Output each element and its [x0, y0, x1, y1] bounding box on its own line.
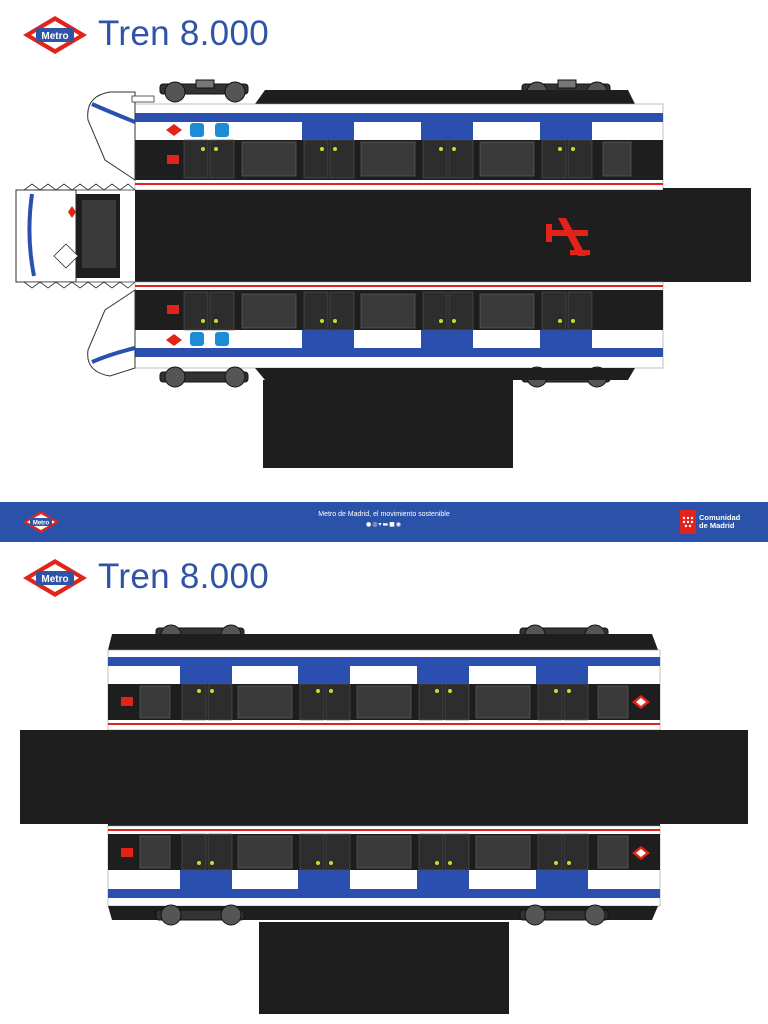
footer-metro-badge: Metro: [23, 511, 59, 533]
facebook-icon[interactable]: ●: [365, 521, 373, 528]
svg-text:Metro: Metro: [33, 521, 50, 527]
bogie-top-left: [159, 79, 249, 103]
metro-logo: Metro: [23, 16, 87, 54]
svg-text:Metro: Metro: [41, 574, 68, 585]
comunidad-madrid-brand: Comunidad de Madrid: [699, 513, 741, 530]
web-icon[interactable]: ◉: [395, 521, 403, 528]
train-net-middle: [20, 624, 748, 1014]
instagram-icon[interactable]: ◎: [372, 521, 379, 528]
comunidad-madrid-flag-icon: [680, 510, 696, 534]
footer-social-icons: ●◎▾▬■◉: [0, 521, 768, 528]
linkedin-icon[interactable]: ■: [389, 521, 396, 528]
footer-slogan: Metro de Madrid, el movimiento sostenibl…: [318, 511, 450, 518]
train-net-front: [15, 79, 751, 468]
page-title: Tren 8.000: [98, 14, 269, 53]
metro-logo-text: Metro: [41, 31, 68, 42]
youtube-icon[interactable]: ▬: [382, 521, 390, 528]
twitter-icon[interactable]: ▾: [378, 521, 383, 528]
metro-logo-2: Metro: [23, 559, 87, 597]
footer-band: Metro Metro de Madrid, el movimiento sos…: [0, 502, 768, 542]
page-title-2: Tren 8.000: [98, 557, 269, 596]
